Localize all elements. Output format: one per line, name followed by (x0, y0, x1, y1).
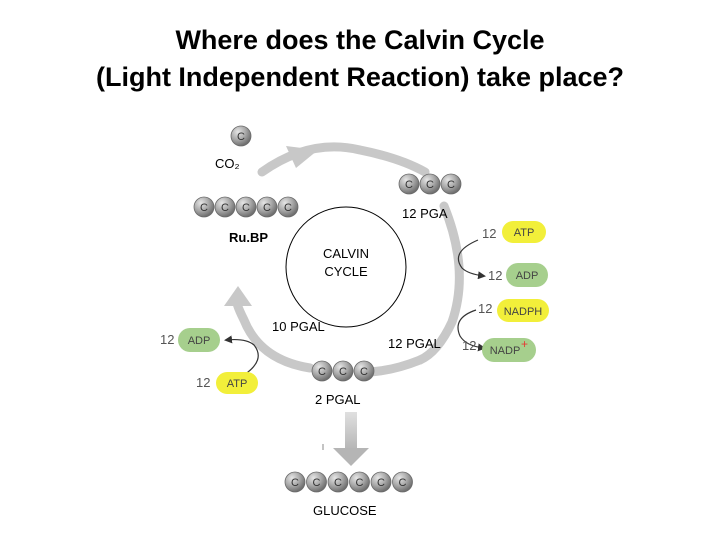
carbon-atom-symbol: C (339, 366, 347, 378)
cycle-arrow-top (257, 142, 430, 177)
nadp-coefficient: 12 (462, 338, 476, 353)
carbon-atom-symbol: C (356, 477, 364, 489)
glucose-arrow-shaft (345, 412, 357, 450)
nadp-pill (482, 338, 536, 362)
carbon-atom-ball (398, 173, 420, 195)
carbon-atom-ball (349, 471, 370, 493)
atp-right-coefficient: 12 (482, 226, 496, 241)
co2-label: CO₂ (215, 156, 240, 171)
nadph-to-nadp-arrow (457, 309, 486, 352)
glucose-arrowhead (333, 448, 369, 466)
atp-to-adp-arrow-left (224, 335, 259, 376)
carbon-atom-ball (235, 196, 257, 218)
carbon-atom-symbol: C (405, 179, 413, 191)
pga-label: 12 PGA (402, 206, 448, 221)
glucose-label: GLUCOSE (313, 503, 377, 518)
carbon-atom-symbol: C (399, 477, 407, 489)
carbon-atom-ball (230, 125, 252, 147)
atp-left-label: ATP (227, 378, 248, 390)
carbon-atom-ball (193, 196, 215, 218)
atp-left-pill (216, 372, 258, 394)
calvin-label-line-1: CALVIN (323, 246, 369, 261)
carbon-atom-ball (256, 196, 278, 218)
cycle-arrowhead-left (224, 286, 252, 306)
adp-left-coefficient: 12 (160, 332, 174, 347)
title-line-2: (Light Independent Reaction) take place? (95, 62, 625, 92)
adp-right-label: ADP (516, 270, 539, 282)
nadp-plus-sign: + (521, 337, 528, 351)
pgal-10-label: 10 PGAL (272, 319, 325, 334)
carbon-atom-symbol: C (263, 202, 271, 214)
nadph-coefficient: 12 (478, 301, 492, 316)
carbon-atom-ball (214, 196, 236, 218)
carbon-atom-symbol: C (237, 131, 245, 143)
carbon-atom-ball (327, 471, 349, 493)
atp-right-pill (502, 221, 546, 243)
cycle-arrow-right (415, 201, 464, 365)
title-line-1: Where does the Calvin Cycle (175, 25, 545, 55)
carbon-atom-symbol: C (291, 477, 299, 489)
carbon-atom-symbol: C (377, 477, 385, 489)
carbon-atom-ball (332, 360, 354, 382)
carbon-atom-symbol: C (313, 477, 321, 489)
cycle-arrow-left (232, 295, 315, 373)
carbon-atom-symbol: C (221, 202, 229, 214)
carbon-atom-ball (311, 360, 333, 382)
calvin-label-line-2: CYCLE (324, 264, 368, 279)
carbon-atom-ball (440, 173, 462, 195)
carbon-atom-symbol: C (318, 366, 326, 378)
atp-right-label: ATP (514, 227, 535, 239)
adp-right-pill (506, 263, 548, 287)
carbon-atom-ball (306, 471, 327, 493)
carbon-atom-symbol: C (284, 202, 292, 214)
carbon-atom-symbol: C (360, 366, 368, 378)
rubp-label: Ru.BP (229, 230, 268, 245)
nadp-label: NADP (490, 345, 521, 357)
carbon-atom-ball (284, 471, 306, 493)
atp-to-adp-arrow-right (457, 239, 486, 280)
carbon-atom-symbol: C (334, 477, 342, 489)
co2-carbon-atom: C (230, 125, 252, 147)
carbon-atom-ball (392, 471, 413, 493)
adp-left-label: ADP (188, 335, 211, 347)
cycle-arrowhead-top (286, 146, 318, 168)
reaction-arrows (224, 239, 486, 376)
carbon-atom-ball (419, 173, 441, 195)
carbon-atom-ball (353, 360, 375, 382)
pgal-2-label: 2 PGAL (315, 392, 361, 407)
nadph-label: NADPH (504, 306, 543, 318)
adp-right-coefficient: 12 (488, 268, 502, 283)
carbon-atom-symbol: C (200, 202, 208, 214)
pgal-12-label: 12 PGAL (388, 336, 441, 351)
calvin-cycle-circle (285, 206, 407, 328)
slide-title: Where does the Calvin Cycle (Light Indep… (0, 22, 720, 96)
adp-left-pill (178, 328, 220, 352)
atp-left-coefficient: 12 (196, 375, 210, 390)
carbon-atom-ball (277, 196, 299, 218)
carbon-atom-symbol: C (242, 202, 250, 214)
nadph-pill (497, 299, 549, 322)
carbon-atom-symbol: C (447, 179, 455, 191)
carbon-atom-symbol: C (426, 179, 434, 191)
carbon-atom-ball (370, 471, 392, 493)
